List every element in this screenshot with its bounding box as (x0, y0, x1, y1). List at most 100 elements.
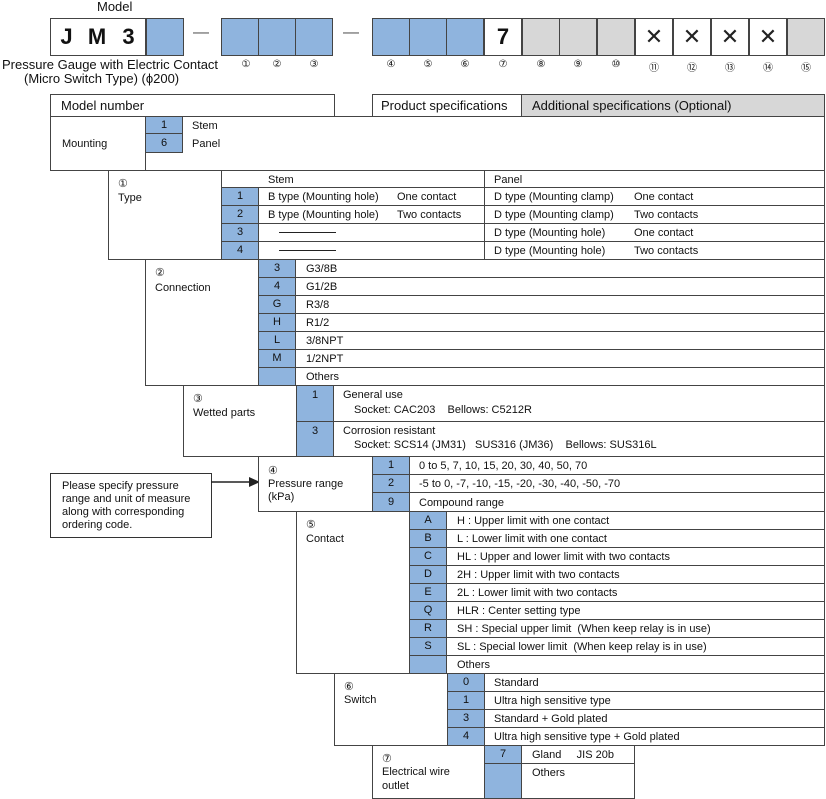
slot-3 (295, 18, 333, 56)
slot-11-x: ✕ (635, 18, 673, 56)
type-label: Type (118, 192, 142, 204)
arrow-right-icon (211, 477, 260, 487)
contact-code-r: R (409, 619, 447, 638)
contact-text-d: 2H : Upper limit with two contacts (457, 569, 620, 581)
slot-8 (522, 18, 560, 56)
type-section (108, 170, 825, 260)
position-10: ⑩ (611, 59, 621, 70)
connection-text-g3-8b: G3/8B (306, 263, 338, 275)
contact-num: ⑤ (306, 519, 316, 531)
connection-code-l: L (258, 331, 296, 350)
position-15: ⑮ (801, 63, 811, 74)
position-6: ⑥ (460, 59, 470, 70)
position-5: ⑤ (423, 59, 433, 70)
connection-line-6 (296, 367, 825, 368)
type-1-panel-contact: One contact (634, 191, 694, 203)
type-row-line-3 (258, 241, 825, 242)
contact-text-r: SH : Special upper limit (When keep rela… (457, 623, 711, 635)
position-3: ③ (309, 59, 319, 70)
wetted-1-line1: General use (343, 389, 403, 401)
type-col-panel: Panel (494, 174, 523, 186)
pressure-num: ④ (268, 465, 278, 477)
position-8: ⑧ (536, 59, 546, 70)
pressure-label-line1: Pressure range (268, 478, 344, 490)
title-line1: Pressure Gauge with Electric Contact (2, 57, 219, 72)
switch-line-3 (485, 727, 825, 728)
contact-code-others (409, 655, 447, 674)
wire-line-1 (522, 763, 635, 764)
position-7: ⑦ (498, 59, 508, 70)
mounting-text-stem: Stem (192, 120, 218, 132)
type-1-panel: D type (Mounting clamp) (494, 191, 614, 203)
contact-line-4 (447, 583, 825, 584)
type-num: ① (118, 178, 128, 190)
model-prefix-m: M (82, 18, 112, 56)
pressure-text-2: -5 to 0, -7, -10, -15, -20, -30, -40, -5… (419, 478, 621, 490)
type-3-panel: D type (Mounting hole) (494, 227, 606, 239)
slot-4 (372, 18, 410, 56)
connection-code-4: 4 (258, 277, 296, 296)
type-3-panel-contact: One contact (634, 227, 694, 239)
contact-text-q: HLR : Center setting type (457, 605, 581, 617)
position-14: ⑭ (763, 63, 773, 74)
slot-9 (559, 18, 597, 56)
switch-text-4: Ultra high sensitive type + Gold plated (494, 731, 680, 743)
tab-additional-specifications: Additional specifications (Optional) (521, 94, 825, 117)
position-12: ⑫ (687, 63, 697, 74)
pressure-text-9: Compound range (419, 497, 505, 509)
contact-code-e: E (409, 583, 447, 602)
wire-num: ⑦ (382, 753, 392, 765)
contact-text-b: L : Lower limit with one contact (457, 533, 607, 545)
contact-code-c: C (409, 547, 447, 566)
pressure-line-1 (410, 474, 825, 475)
connection-line-4 (296, 331, 825, 332)
type-code-3: 3 (221, 223, 259, 242)
connection-line-1 (296, 277, 825, 278)
slot-2 (258, 18, 296, 56)
wetted-code-1: 1 (296, 385, 334, 422)
contact-section (296, 511, 825, 674)
wire-code-7: 7 (484, 745, 522, 764)
type-code-2: 2 (221, 205, 259, 224)
position-11: ⑪ (649, 63, 659, 74)
connection-code-others (258, 367, 296, 386)
switch-line-2 (485, 709, 825, 710)
pressure-label-line2: (kPa) (268, 491, 295, 503)
type-row-line-1 (258, 205, 825, 206)
type-4-panel: D type (Mounting hole) (494, 245, 606, 257)
switch-text-3: Standard + Gold plated (494, 713, 608, 725)
slot-15 (787, 18, 825, 56)
wire-text-others: Others (532, 767, 566, 779)
switch-code-0: 0 (447, 673, 485, 692)
contact-code-q: Q (409, 601, 447, 620)
type-col-divider (484, 170, 485, 260)
switch-code-4: 4 (447, 727, 485, 746)
slot-10 (597, 18, 635, 56)
switch-code-1: 1 (447, 691, 485, 710)
slot-12-x: ✕ (673, 18, 711, 56)
connection-text-3-8npt: 3/8NPT (306, 335, 344, 347)
type-2-stem: B type (Mounting hole) (268, 209, 379, 221)
type-4-panel-contact: Two contacts (634, 245, 699, 257)
type-row-line-2 (258, 223, 825, 224)
type-3-stem-na-line (279, 232, 336, 233)
connection-text-r3-8: R3/8 (306, 299, 330, 311)
contact-line-3 (447, 565, 825, 566)
mounting-code-1: 1 (145, 116, 183, 134)
wetted-label: Wetted parts (193, 407, 256, 419)
contact-line-8 (447, 655, 825, 656)
type-header-line (258, 187, 825, 188)
switch-code-3: 3 (447, 709, 485, 728)
mounting-text-panel: Panel (192, 138, 221, 150)
slot-1 (221, 18, 259, 56)
dash-1: — (193, 24, 209, 41)
wire-code-others (484, 763, 522, 799)
position-4: ④ (386, 59, 396, 70)
switch-text-1: Ultra high sensitive type (494, 695, 611, 707)
contact-text-s: SL : Special lower limit (When keep rela… (457, 641, 707, 653)
contact-line-6 (447, 619, 825, 620)
wetted-1-line2: Socket: CAC203 Bellows: C5212R (354, 404, 532, 416)
connection-line-3 (296, 313, 825, 314)
type-col-stem: Stem (268, 174, 294, 186)
pressure-code-2: 2 (372, 474, 410, 493)
